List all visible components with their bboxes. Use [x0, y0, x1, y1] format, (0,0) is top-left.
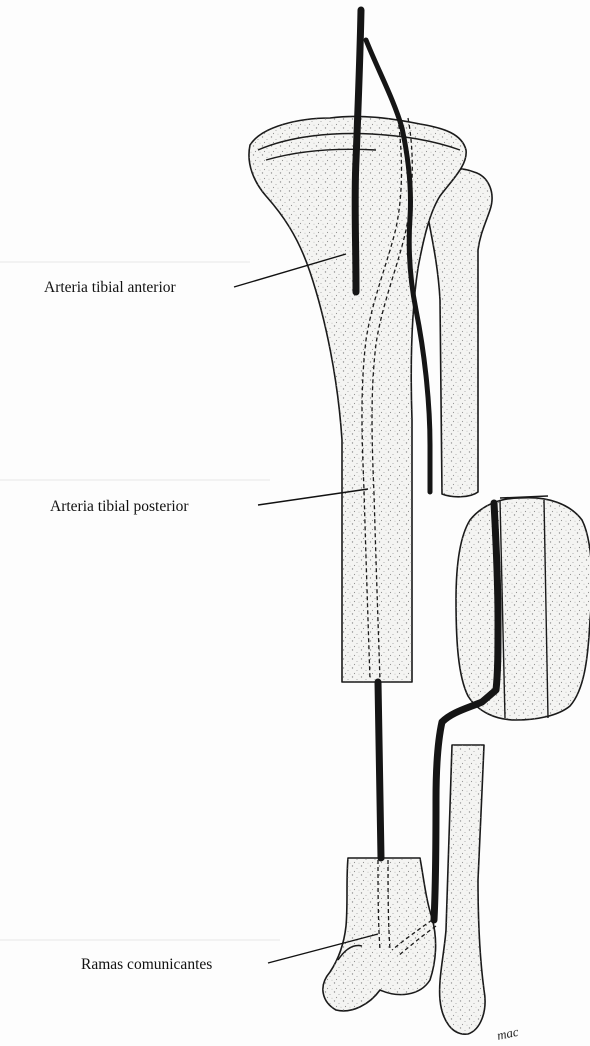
artist-signature: mac [496, 1024, 521, 1043]
tibia-distal [323, 858, 436, 1011]
label-communicating-branches: Ramas comunicantes [81, 956, 212, 973]
label-anterior-tibial-artery: Arteria tibial anterior [44, 279, 177, 296]
bone-segment-lateral [456, 496, 590, 720]
fibula-distal [440, 745, 485, 1034]
label-posterior-tibial-artery: Arteria tibial posterior [50, 498, 189, 515]
fibula-upper [425, 169, 492, 497]
